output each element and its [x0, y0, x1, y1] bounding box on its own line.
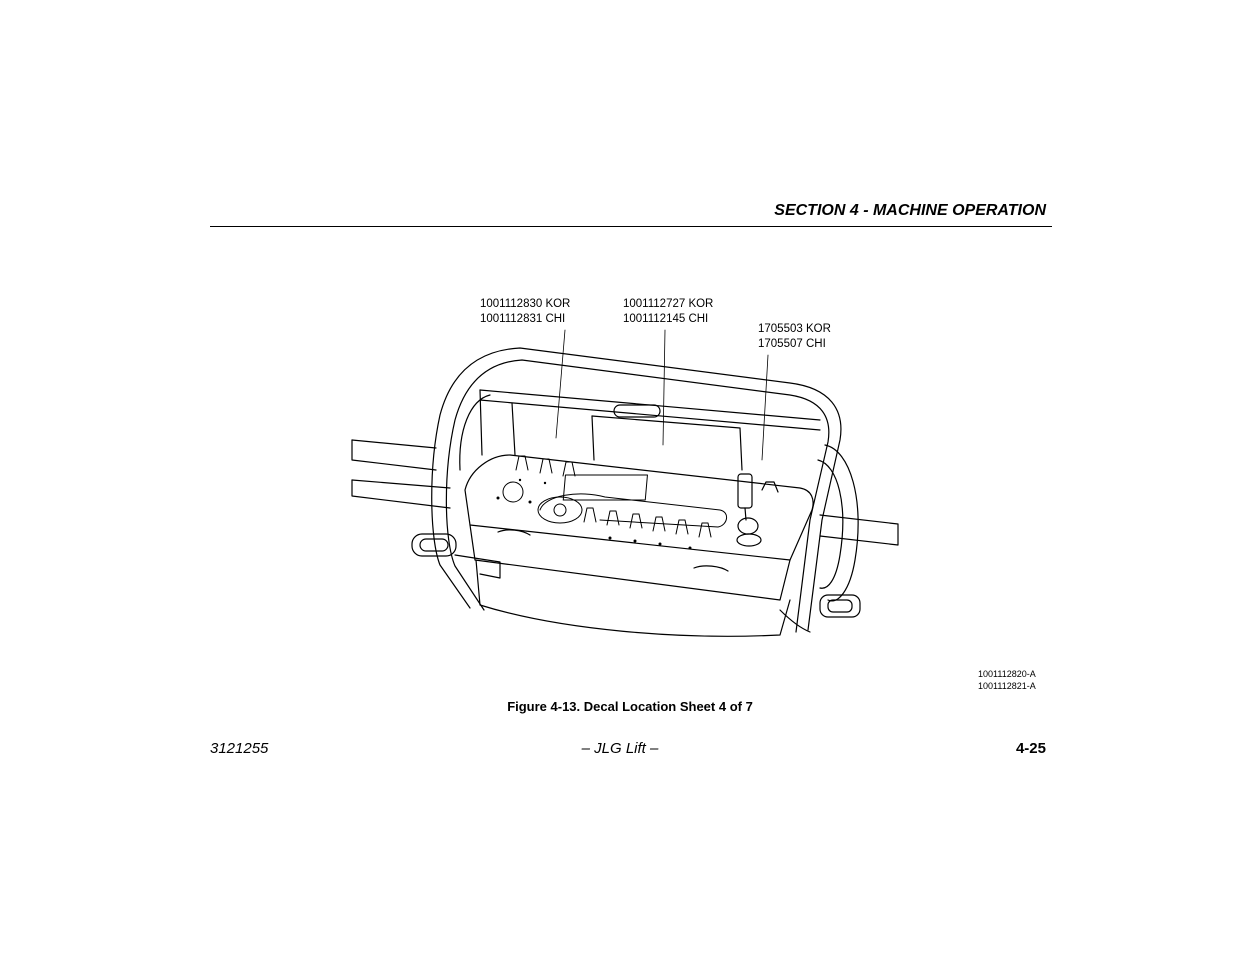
right-mount — [817, 444, 861, 618]
section-title: SECTION 4 - MACHINE OPERATION — [774, 202, 1046, 219]
joystick — [736, 473, 779, 547]
left-rail — [351, 439, 451, 509]
right-rail — [819, 514, 899, 546]
callout-right-line1: 1705503 KOR — [758, 323, 831, 335]
callout-left: 1001112830 KOR 1001112831 CHI — [480, 297, 570, 327]
rotary-knobs-top — [515, 455, 576, 477]
part-number-1: 1001112820-A — [978, 669, 1036, 679]
footer-center-text: – JLG Lift – — [581, 740, 659, 757]
figure-caption: Figure 4-13. Decal Location Sheet 4 of 7 — [507, 699, 753, 714]
callout-center: 1001112727 KOR 1001112145 CHI — [623, 297, 713, 327]
doc-number: 3121255 — [210, 740, 269, 757]
part-number-2: 1001112821-A — [978, 681, 1036, 691]
callout-center-line2: 1001112145 CHI — [623, 313, 709, 325]
page-number: 4-25 — [1015, 740, 1046, 757]
callout-right: 1705503 KOR 1705507 CHI — [758, 322, 831, 352]
drawing-part-numbers: 1001112820-A 1001112821-A — [978, 668, 1036, 692]
guard-rail — [431, 347, 842, 633]
callout-left-line2: 1001112831 CHI — [480, 313, 566, 325]
leader-lines — [555, 329, 769, 461]
left-mount — [411, 533, 501, 579]
indicator-dots — [496, 478, 692, 550]
back-panel — [479, 389, 821, 471]
rotary-knobs-bottom — [583, 507, 712, 538]
callout-left-line1: 1001112830 KOR — [480, 298, 571, 310]
console-body — [464, 454, 814, 637]
header-rule — [210, 226, 1052, 227]
callout-center-line1: 1001112727 KOR — [623, 298, 714, 310]
control-panel — [496, 455, 727, 550]
callout-right-line2: 1705507 CHI — [758, 338, 826, 350]
